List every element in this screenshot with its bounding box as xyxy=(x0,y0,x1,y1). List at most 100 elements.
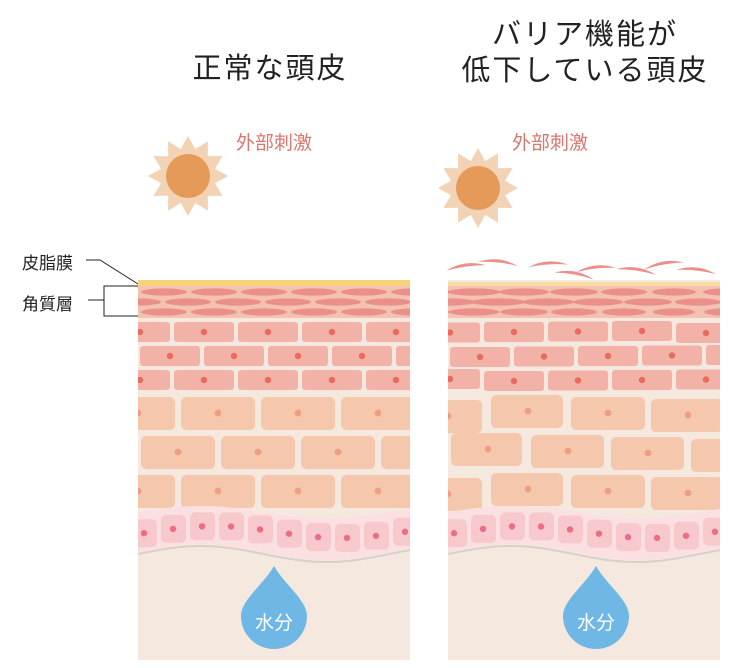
spinous-nucleus xyxy=(392,328,400,336)
corneum-cell xyxy=(138,298,161,306)
corneum-flake xyxy=(478,259,518,267)
external-stimulus-label-right: 外部刺激 xyxy=(512,132,589,154)
granular-nucleus xyxy=(138,487,142,495)
spinous-nucleus xyxy=(476,353,484,361)
corneum-cell xyxy=(675,298,720,306)
granular-nucleus xyxy=(524,407,532,415)
corneum-cell xyxy=(141,288,187,296)
corneum-cell xyxy=(726,298,750,305)
spinous-nucleus xyxy=(540,353,548,360)
spinous-nucleus xyxy=(448,329,454,336)
corneum-cell xyxy=(215,298,261,306)
corneum-cell xyxy=(499,288,549,296)
stratum-corneum-label: 角質層 xyxy=(22,295,73,315)
granular-nucleus xyxy=(604,487,612,495)
spinous-nucleus xyxy=(328,328,336,336)
spinous-cell xyxy=(138,370,170,390)
corneum-cell xyxy=(341,308,387,316)
external-stimulus-label-left: 外部刺激 xyxy=(236,132,313,154)
corneum-cell xyxy=(573,298,623,306)
granular-nucleus xyxy=(448,490,452,498)
corneum-flake xyxy=(616,267,656,275)
basal-nucleus xyxy=(343,534,351,542)
granular-nucleus xyxy=(524,485,532,493)
basal-nucleus xyxy=(372,532,380,539)
corneum-flake xyxy=(554,270,594,280)
spinous-cell xyxy=(138,322,170,342)
granular-nucleus xyxy=(644,449,652,457)
sun-core-right xyxy=(456,166,500,210)
spinous-nucleus xyxy=(230,352,238,360)
basal-nucleus xyxy=(711,528,719,535)
corneum-cell xyxy=(315,298,361,306)
corneum-cell xyxy=(500,308,548,316)
corneum-cell xyxy=(241,288,287,296)
spinous-nucleus xyxy=(328,376,336,384)
spinous-nucleus xyxy=(604,352,612,360)
damaged-scalp-title-line2: 低下している頭皮 xyxy=(461,53,709,87)
spinous-nucleus xyxy=(702,376,710,383)
corneum-cell xyxy=(449,308,499,316)
granular-cell xyxy=(138,397,175,430)
granular-cell xyxy=(731,394,750,427)
granular-nucleus xyxy=(334,448,342,456)
normal-skin-panel xyxy=(138,280,429,660)
granular-nucleus xyxy=(604,409,612,417)
granular-nucleus xyxy=(294,409,302,417)
basal-nucleus xyxy=(624,533,632,541)
basal-nucleus xyxy=(314,533,322,541)
granular-cell xyxy=(691,439,720,472)
sun-core-left xyxy=(166,154,210,198)
granular-cell xyxy=(731,472,750,505)
corneum-cell xyxy=(653,308,695,316)
corneum-cell xyxy=(291,308,337,316)
spinous-nucleus xyxy=(264,328,272,336)
sebum-pointer-line xyxy=(86,259,139,285)
corneum-cell xyxy=(391,288,410,296)
granular-nucleus xyxy=(415,449,422,456)
spinous-nucleus xyxy=(200,328,208,336)
spinous-nucleus xyxy=(448,375,454,383)
corneum-cell xyxy=(265,298,311,306)
spinous-nucleus xyxy=(638,327,646,335)
granular-nucleus xyxy=(174,448,182,456)
basement-membrane xyxy=(448,545,720,563)
granular-cell xyxy=(138,475,175,508)
sebum-film-thin xyxy=(448,282,720,286)
spinous-nucleus xyxy=(733,352,739,358)
corneum-cell xyxy=(241,308,287,316)
granular-nucleus xyxy=(294,487,302,495)
basal-nucleus xyxy=(256,526,264,533)
spinous-nucleus xyxy=(358,352,366,360)
corneum-cell xyxy=(522,298,574,306)
basal-nucleus xyxy=(450,529,458,537)
spinous-nucleus xyxy=(510,328,518,336)
corneum-cell xyxy=(624,298,672,306)
granular-nucleus xyxy=(214,409,222,417)
lifted-corneum-flakes xyxy=(446,259,716,280)
basal-nucleus xyxy=(169,525,177,533)
corneum-cell xyxy=(704,308,720,316)
spinous-nucleus xyxy=(423,353,429,359)
granular-nucleus xyxy=(448,412,452,420)
corneum-cell xyxy=(471,298,525,306)
corneum-cell xyxy=(191,288,237,296)
corneum-cell xyxy=(448,288,500,296)
spinous-nucleus xyxy=(138,376,144,384)
granular-nucleus xyxy=(374,487,382,495)
basal-nucleus xyxy=(140,529,148,537)
moisture-label-right: 水分 xyxy=(576,612,615,634)
water-drop-icon-right xyxy=(563,566,629,649)
granular-cell xyxy=(448,478,482,511)
spinous-nucleus xyxy=(574,328,582,335)
basal-nucleus xyxy=(198,523,206,530)
basal-nucleus xyxy=(595,530,603,537)
spinous-nucleus xyxy=(166,352,174,360)
granular-nucleus xyxy=(564,447,572,455)
spinous-nucleus xyxy=(668,352,676,359)
basal-cell xyxy=(138,519,157,548)
corneum-cell xyxy=(551,308,597,316)
basal-cell xyxy=(393,517,410,546)
corneum-flake xyxy=(528,261,568,268)
